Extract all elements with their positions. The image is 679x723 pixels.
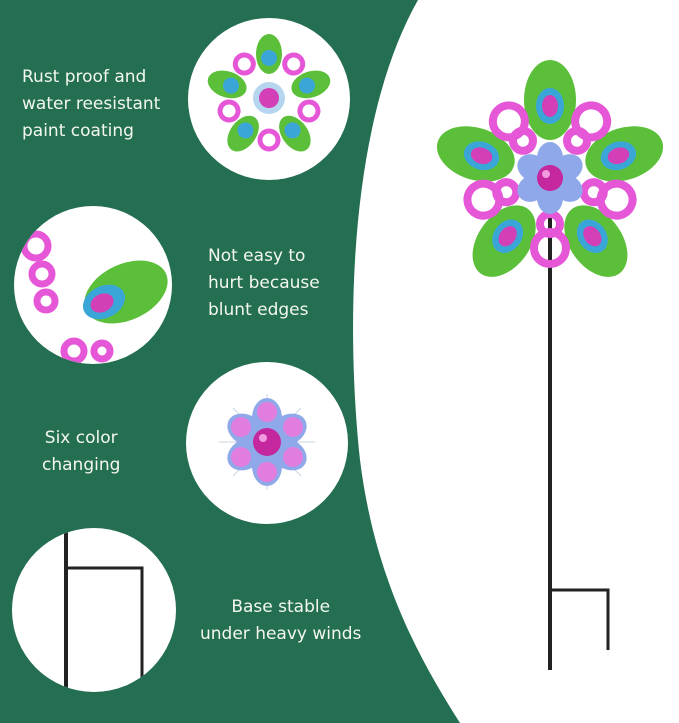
center-flower-image (186, 362, 348, 524)
feature-text-base-stable: Base stable under heavy winds (200, 597, 362, 644)
feather-closeup-image (14, 206, 172, 364)
feature-text-six-color: Six color changing (42, 428, 121, 475)
spinner-overview-image (188, 18, 350, 180)
feature-text-blunt-edges: Not easy to hurt because blunt edges (208, 246, 320, 320)
peacock-wind-spinner-image (436, 60, 664, 670)
feature-text-rust-proof: Rust proof and water reesistant paint co… (22, 67, 161, 141)
stake-base-image (12, 528, 176, 692)
